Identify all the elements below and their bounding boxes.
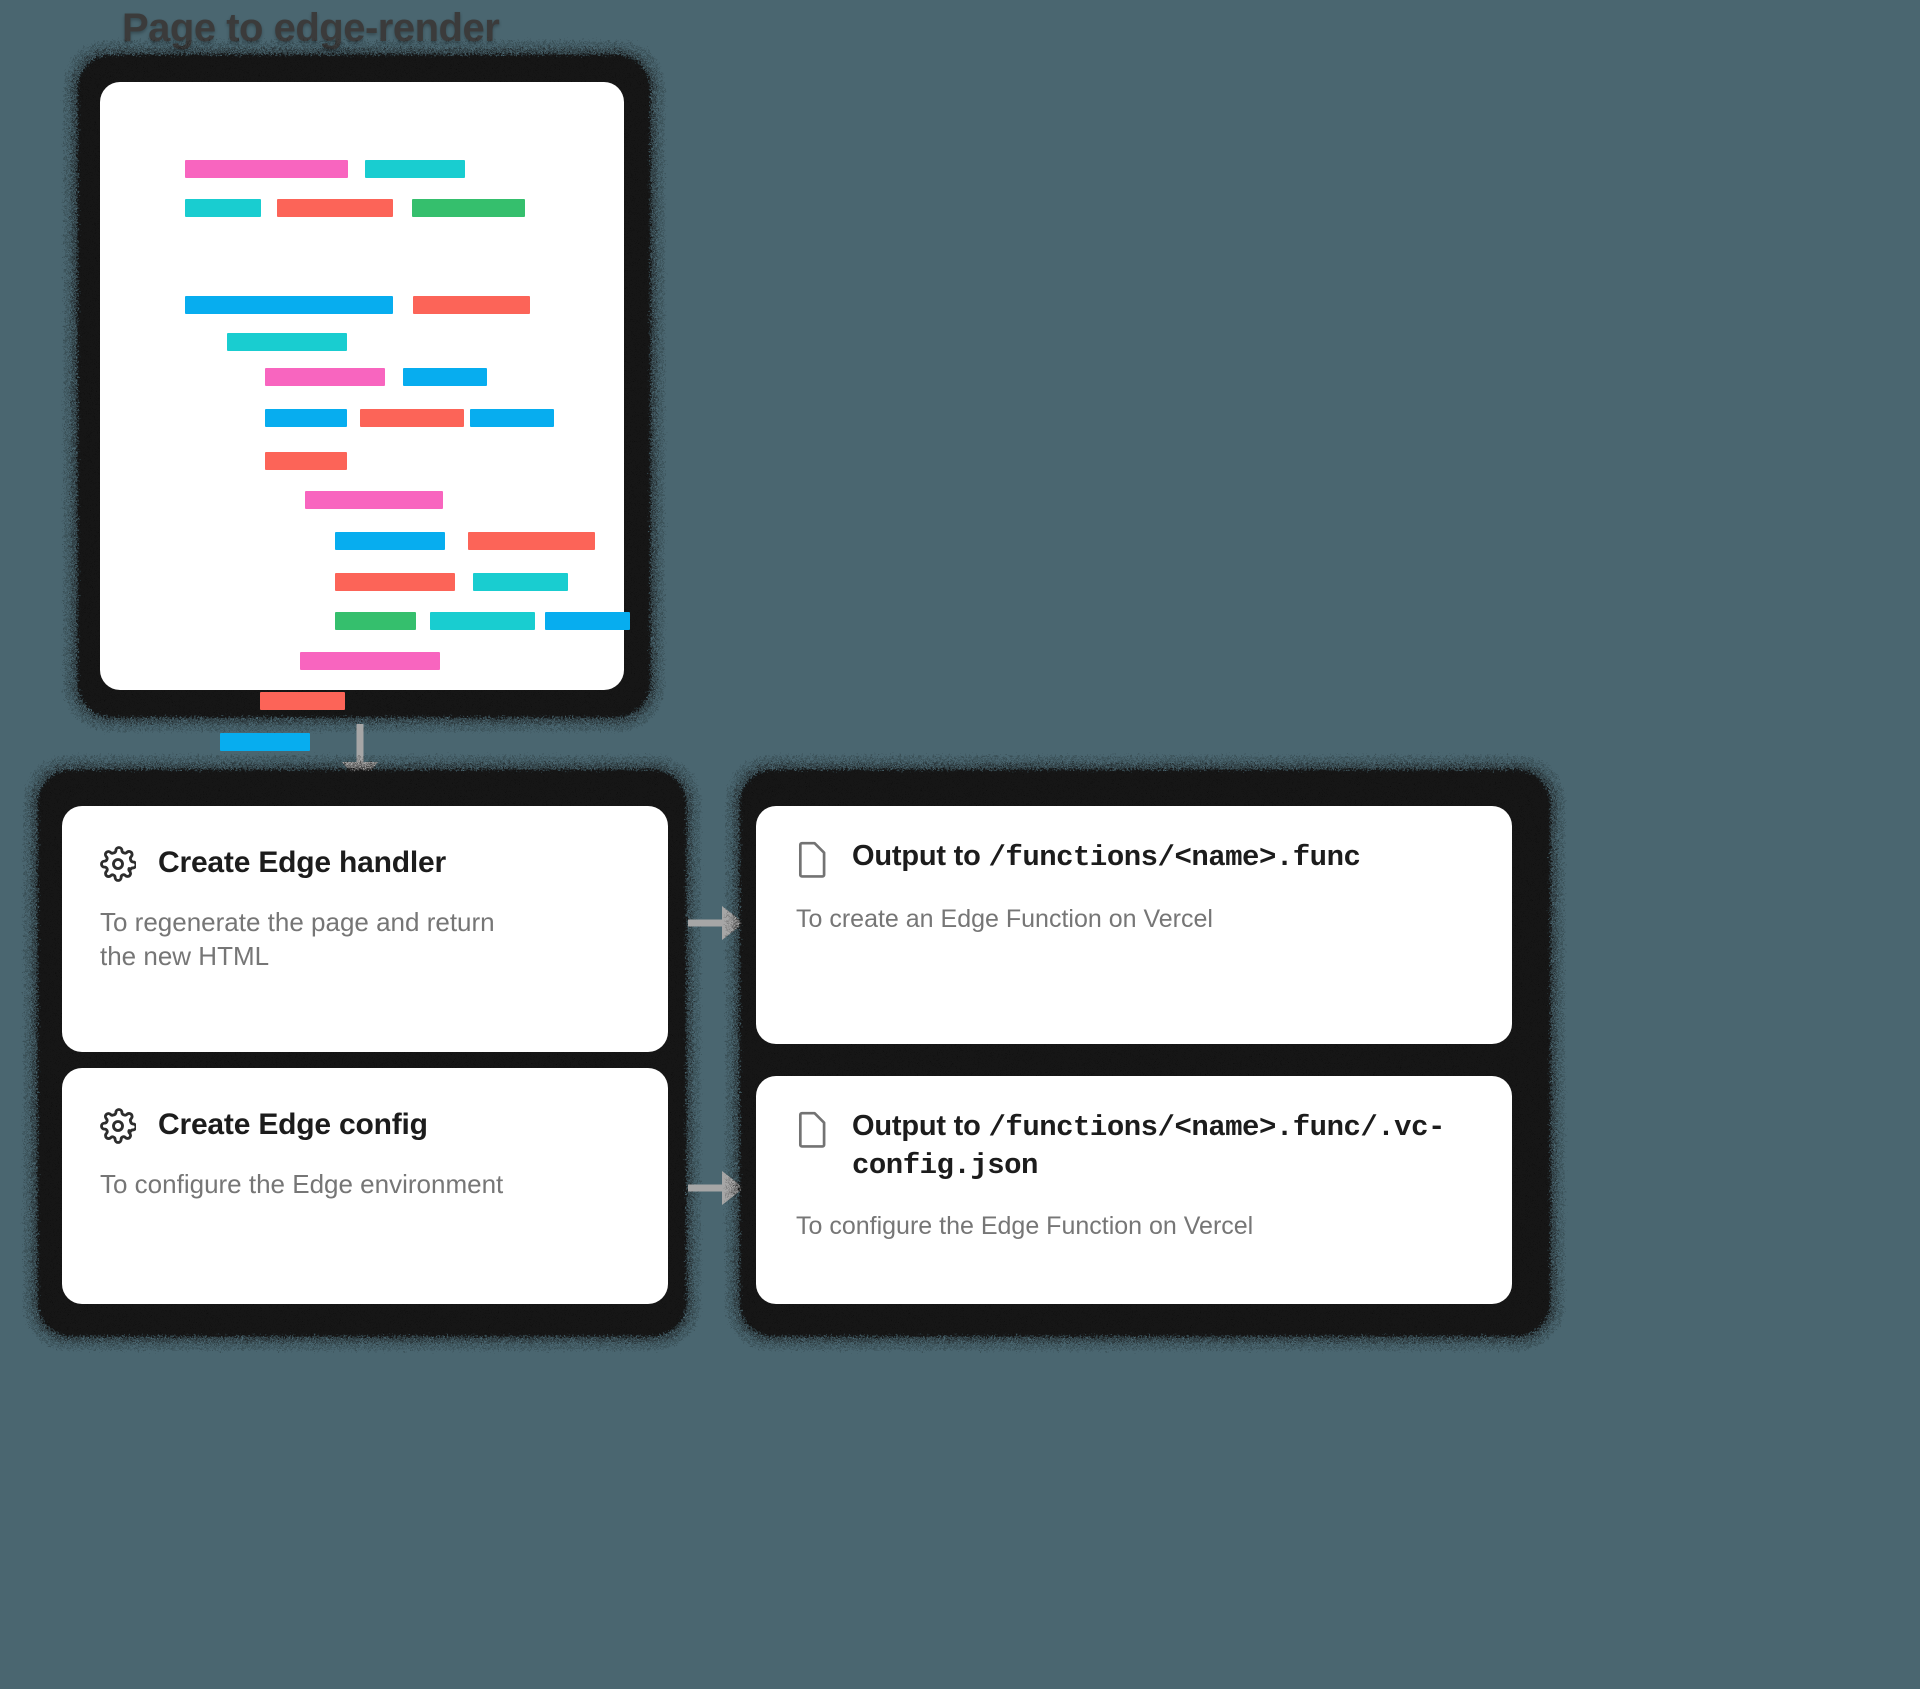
file-icon [796,840,830,883]
code-bar-blue [470,409,554,427]
code-bar-pink [265,368,385,386]
file-icon [796,1110,830,1153]
code-bar-pink [300,652,440,670]
code-bar-cyan [473,573,568,591]
code-bar-red [413,296,530,314]
code-bar-blue [335,532,445,550]
card-output-function[interactable]: Output to /functions/<name>.func To crea… [756,806,1512,1044]
card-create-edge-config[interactable]: Create Edge config To configure the Edge… [62,1068,668,1304]
code-bar-pink [185,160,348,178]
card-create-edge-handler[interactable]: Create Edge handler To regenerate the pa… [62,806,668,1052]
card-description: To configure the Edge environment [100,1169,504,1199]
code-bar-red [265,452,347,470]
code-bar-cyan [227,333,347,351]
code-bar-red [260,692,345,710]
code-bar-red [468,532,595,550]
card-title: Output to /functions/<name>.func [852,838,1361,876]
code-bar-blue [220,733,310,751]
card-description: To configure the Edge Function on Vercel [796,1212,1254,1241]
code-bar-cyan [430,612,535,630]
title-prefix: Output to [852,840,989,872]
card-output-config[interactable]: Output to /functions/<name>.func/.vc-con… [756,1076,1512,1304]
code-bar-blue [185,296,393,314]
card-title: Create Edge handler [158,846,446,879]
code-bar-green [412,199,525,217]
code-bar-blue [403,368,487,386]
title-prefix: Output to [852,1110,989,1142]
card-title: Create Edge config [158,1108,428,1141]
code-bar-red [335,573,455,591]
page-source-code-card [100,82,630,793]
code-bar-green [335,612,416,630]
title-path: /functions/<name>.func/.vc-config.json [852,1111,1445,1183]
page-title: Page to edge-render [122,6,500,50]
code-bar-cyan [365,160,465,178]
code-bar-pink [305,491,443,509]
code-bar-blue [545,612,630,630]
title-path: /functions/<name>.func [988,841,1361,874]
card-description: To regenerate the page and return the ne… [100,907,495,972]
card-description: To create an Edge Function on Vercel [796,905,1213,933]
code-bar-blue [265,409,347,427]
gear-icon [100,846,138,887]
card-title: Output to /functions/<name>.func/.vc-con… [852,1108,1478,1184]
code-bar-red [277,199,393,217]
code-bar-red [360,409,464,427]
gear-icon [100,1108,138,1149]
code-bar-cyan [185,199,261,217]
